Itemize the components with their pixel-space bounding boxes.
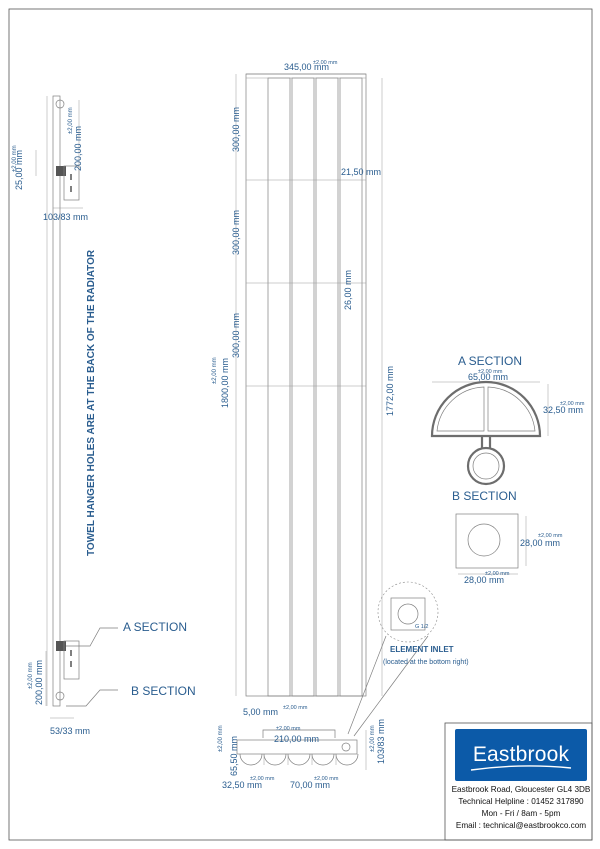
top-gap-tolerance: ±2,00 mm	[12, 145, 18, 172]
logo-swoosh-icon	[470, 765, 572, 771]
pipe-centres-tolerance: ±2,00 mm	[276, 726, 301, 732]
a-section-title: A SECTION	[458, 354, 522, 368]
front-view: 345,00 mm ±2,00 mm 300,00 mm 300,00 mm 3…	[212, 60, 395, 717]
a-section-width-dim: 65,00 mm	[468, 372, 508, 382]
opening-hours: Mon - Fri / 8am - 5pm	[481, 809, 561, 818]
b-section-detail: B SECTION 28,00 mm ±2,00 mm 28,00 mm ±2,…	[452, 489, 563, 585]
company-address: Eastbrook Road, Gloucester GL4 3DB	[451, 785, 591, 794]
a-section-outer	[430, 380, 542, 438]
overall-height-dim: 1800,00 mm	[220, 358, 230, 408]
depth-tolerance: ±2,00 mm	[218, 725, 224, 752]
bottom-wall-plate	[236, 739, 358, 755]
sheet-border	[8, 8, 593, 841]
inlet-note: (located at the bottom right)	[383, 659, 469, 666]
inlet-thread: G 1/2	[415, 624, 428, 630]
segment-1-dim: 300,00 mm	[231, 107, 241, 152]
title-block	[444, 722, 593, 841]
column-pitch-dim: 70,00 mm	[290, 780, 330, 790]
bottom-spacing-tolerance: ±2,00 mm	[28, 662, 34, 689]
bottom-offset-tolerance: ±2,00 mm	[283, 705, 308, 711]
column-radius-tolerance: ±2,00 mm	[250, 776, 275, 782]
b-section-title: B SECTION	[452, 489, 517, 503]
depth-dim: 65,50 mm	[229, 736, 239, 776]
width-tolerance: ±2,00 mm	[313, 60, 338, 66]
inlet-pipe	[397, 603, 419, 625]
wall-depth-dim: 103/83 mm	[376, 719, 386, 764]
bottom-depth-dim: 53/33 mm	[50, 726, 90, 736]
a-section-height-tolerance: ±2,00 mm	[560, 401, 585, 407]
column-1	[267, 77, 291, 697]
b-section-bottom-tolerance: ±2,00 mm	[485, 571, 510, 577]
segment-3-dim: 300,00 mm	[231, 313, 241, 358]
gap-dim: 26,00 mm	[343, 270, 353, 310]
top-gap-dim: 25,00 mm	[14, 150, 24, 190]
b-section-bottom-dim: 28,00 mm	[464, 575, 504, 585]
bottom-hanger-spacing-dim: 200,00 mm	[34, 660, 44, 705]
top-hanger-depth-dim: 103/83 mm	[43, 212, 88, 222]
b-pipe-profile	[466, 446, 506, 486]
element-inlet-detail: G 1/2 ELEMENT INLET (located at the bott…	[347, 581, 469, 737]
inlet-zoom-circle	[377, 581, 439, 643]
bottom-column-profiles	[239, 753, 359, 766]
inlet-title: ELEMENT INLET	[390, 645, 454, 654]
pipe-centres-dim: 210,00 mm	[274, 734, 319, 744]
side-view: ±2,00 mm 25,00 mm ±2,00 mm 200,00 mm 103…	[12, 95, 196, 736]
b-section-side-tolerance: ±2,00 mm	[538, 533, 563, 539]
b-section-square	[455, 513, 519, 569]
bottom-offset-dim: 5,00 mm	[243, 707, 278, 717]
column-3	[315, 77, 339, 697]
width-dim: 345,00 mm	[284, 62, 329, 72]
eastbrook-logo: Eastbrook	[455, 729, 587, 781]
a-section-detail: A SECTION 65,00 mm ±2,00 mm 32,50 mm ±2,…	[430, 354, 585, 486]
b-section-side-dim: 28,00 mm	[520, 538, 560, 548]
column-pitch-tolerance: ±2,00 mm	[314, 776, 339, 782]
a-section-callout: A SECTION	[123, 620, 187, 634]
bottom-view: 210,00 mm ±2,00 mm ±2,00 mm 65,50 mm ±2,…	[218, 719, 386, 790]
technical-helpline: Technical Helpline : 01452 317890	[458, 797, 584, 806]
bottom-hanger-block	[56, 641, 66, 651]
b-section-circle	[467, 523, 501, 557]
segment-2-dim: 300,00 mm	[231, 210, 241, 255]
side-profile	[52, 95, 61, 707]
body-height-dim: 1772,00 mm	[385, 366, 395, 416]
top-hanger-block	[56, 166, 66, 176]
top-spacing-tolerance: ±2,00 mm	[68, 107, 74, 134]
top-offset-dim: 21,50 mm	[341, 167, 381, 177]
top-hanger-spacing-dim: 200,00 mm	[73, 126, 83, 171]
a-section-height-dim: 32,50 mm	[543, 405, 583, 415]
height-tolerance: ±2,00 mm	[212, 357, 218, 384]
logo-text: Eastbrook	[472, 743, 570, 766]
bottom-hanger-bracket	[63, 640, 80, 680]
wall-depth-tolerance: ±2,00 mm	[370, 725, 376, 752]
column-2	[291, 77, 315, 697]
towel-hanger-note: TOWEL HANGER HOLES ARE AT THE BACK OF TH…	[86, 249, 97, 556]
support-email: Email : technical@eastbrookco.com	[455, 821, 587, 830]
a-section-width-tolerance: ±2,00 mm	[478, 369, 503, 375]
column-radius-dim: 32,50 mm	[222, 780, 262, 790]
top-hanger-bracket	[63, 165, 80, 201]
b-section-callout: B SECTION	[131, 684, 196, 698]
